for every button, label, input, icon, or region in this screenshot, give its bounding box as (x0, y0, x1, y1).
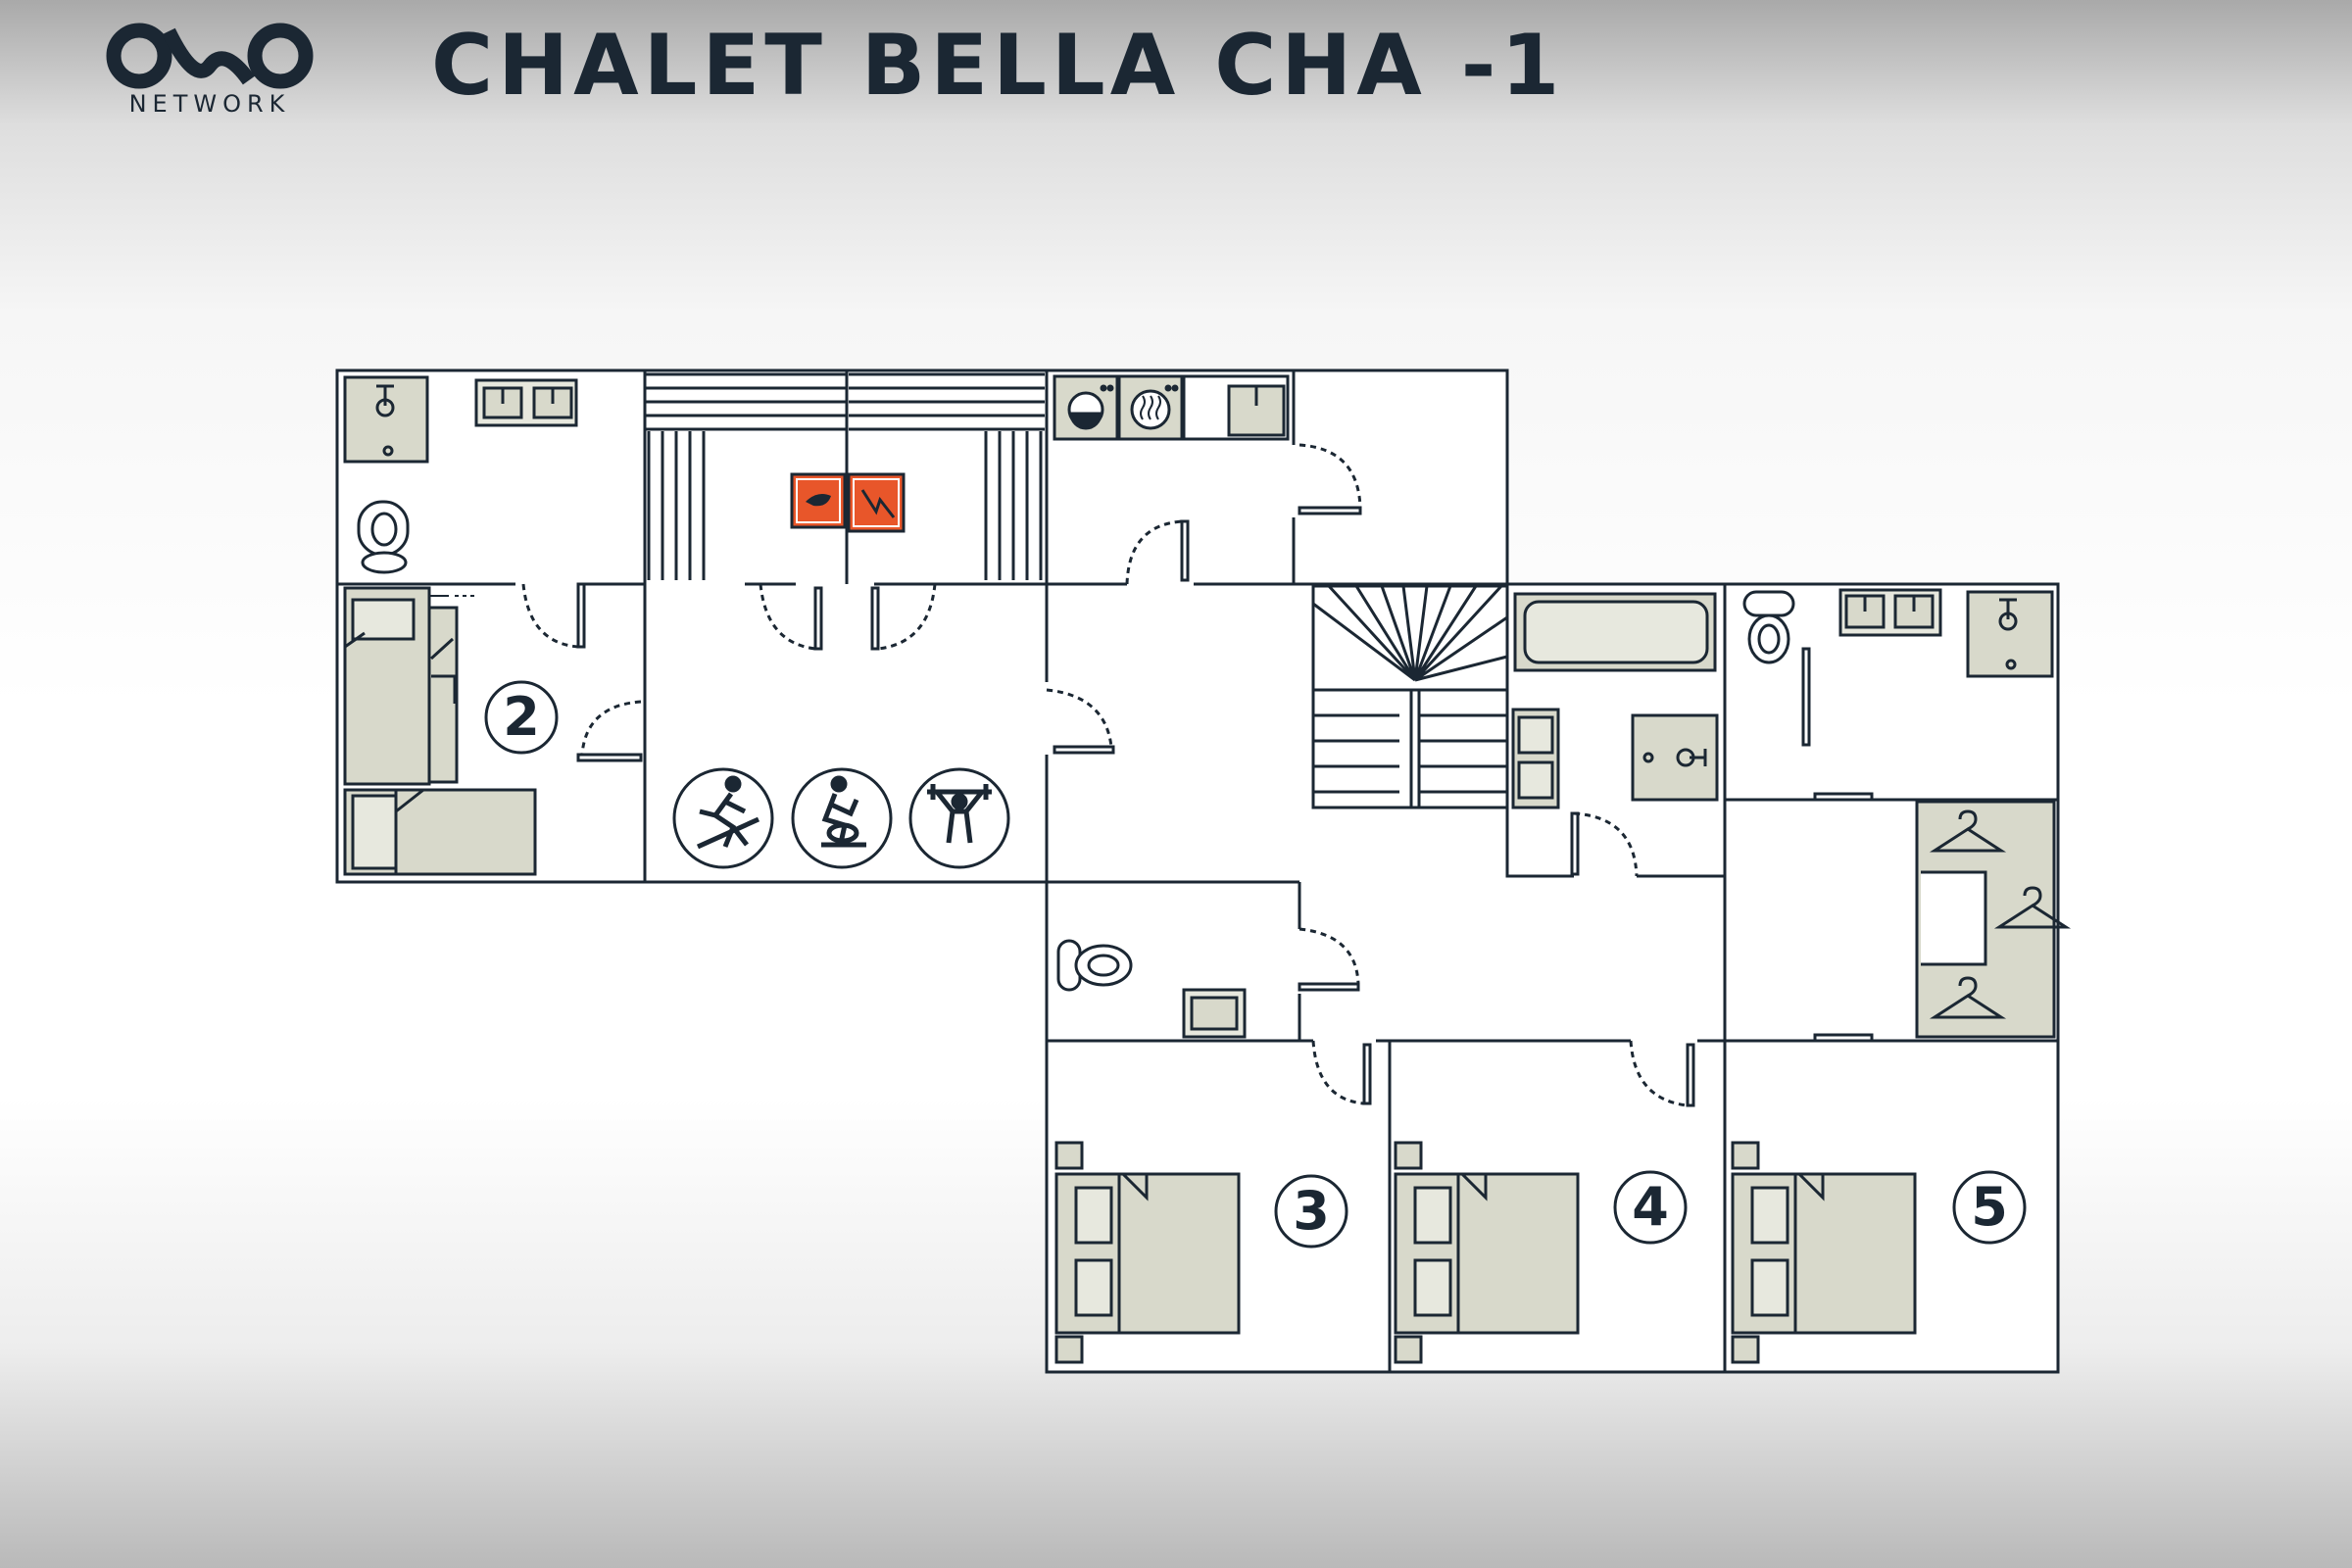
brand-wordmark: NETWORK (128, 90, 291, 118)
room-2-label: 2 (503, 686, 540, 748)
room-3-label: 3 (1293, 1180, 1330, 1242)
page-title: CHALET BELLA CHA -1 (431, 17, 1565, 115)
logo-mark (106, 23, 314, 89)
dryer-icon (1130, 384, 1179, 430)
sauna-heater-icon (790, 472, 906, 533)
room-4-label: 4 (1632, 1176, 1669, 1238)
walls (335, 368, 2060, 1374)
hanger-icon (1929, 809, 2072, 1019)
doors (521, 443, 1874, 1107)
washing-machine-icon (1067, 384, 1114, 430)
fixtures (343, 374, 2056, 1364)
exercise-bike-icon (791, 767, 893, 869)
room-number-circles (484, 680, 2027, 1249)
room-5-label: 5 (1971, 1176, 2008, 1238)
fixture-details (344, 372, 2072, 1333)
treadmill-icon (672, 767, 774, 869)
weightlifting-icon (908, 767, 1010, 869)
